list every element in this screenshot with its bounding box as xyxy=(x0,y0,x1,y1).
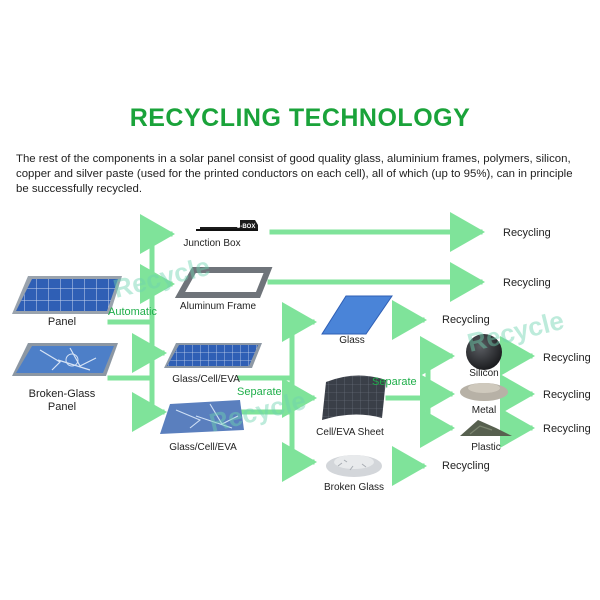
glass-cell-eva-broken-image xyxy=(160,400,244,434)
solar-panel-image xyxy=(12,276,122,314)
label-automatic: Automatic xyxy=(108,306,157,318)
label-separate-2: Separate xyxy=(372,376,417,388)
output-plastic-recycling: Recycling xyxy=(543,423,591,435)
output-silicon-recycling: Recycling xyxy=(543,352,591,364)
label-panel: Panel xyxy=(48,316,76,328)
flow-arrows xyxy=(107,212,535,486)
label-cell-eva-sheet: Cell/EVA Sheet xyxy=(316,427,384,438)
output-aluminum-frame-recycling: Recycling xyxy=(503,277,551,289)
output-metal-recycling: Recycling xyxy=(543,389,591,401)
jbox-tag: J-BOX xyxy=(237,224,255,230)
metal-image xyxy=(460,383,508,401)
cell-eva-sheet-image xyxy=(322,375,386,420)
page-title: RECYCLING TECHNOLOGY xyxy=(129,104,471,132)
watermark-3: Recycle xyxy=(464,305,567,358)
broken-glass-pile-image xyxy=(326,455,382,477)
label-plastic: Plastic xyxy=(471,442,500,453)
label-junction-box: Junction Box xyxy=(183,238,240,249)
glass-sheet-image xyxy=(321,295,393,335)
output-glass-recycling: Recycling xyxy=(442,314,490,326)
plastic-image xyxy=(460,420,512,436)
output-broken-glass-recycling: Recycling xyxy=(442,460,490,472)
label-glass: Glass xyxy=(339,335,365,346)
label-aluminum-frame: Aluminum Frame xyxy=(180,301,257,312)
broken-glass-panel-image xyxy=(12,343,118,376)
label-broken-glass-panel-2: Panel xyxy=(48,401,76,413)
intro-paragraph: The rest of the components in a solar pa… xyxy=(16,153,573,195)
label-separate-1: Separate xyxy=(237,386,282,398)
glass-cell-eva-image xyxy=(164,343,262,368)
label-silicon: Silicon xyxy=(469,368,498,379)
silicon-image xyxy=(466,334,502,370)
junction-box-image: J-BOX xyxy=(196,220,258,231)
label-metal: Metal xyxy=(472,405,496,416)
label-glass-cell-eva-broken: Glass/Cell/EVA xyxy=(169,442,237,453)
aluminum-frame-image xyxy=(174,267,273,298)
label-glass-cell-eva: Glass/Cell/EVA xyxy=(172,374,240,385)
label-broken-glass-panel-1: Broken-Glass xyxy=(29,388,96,400)
label-broken-glass: Broken Glass xyxy=(324,482,384,493)
output-junction-box-recycling: Recycling xyxy=(503,227,551,239)
